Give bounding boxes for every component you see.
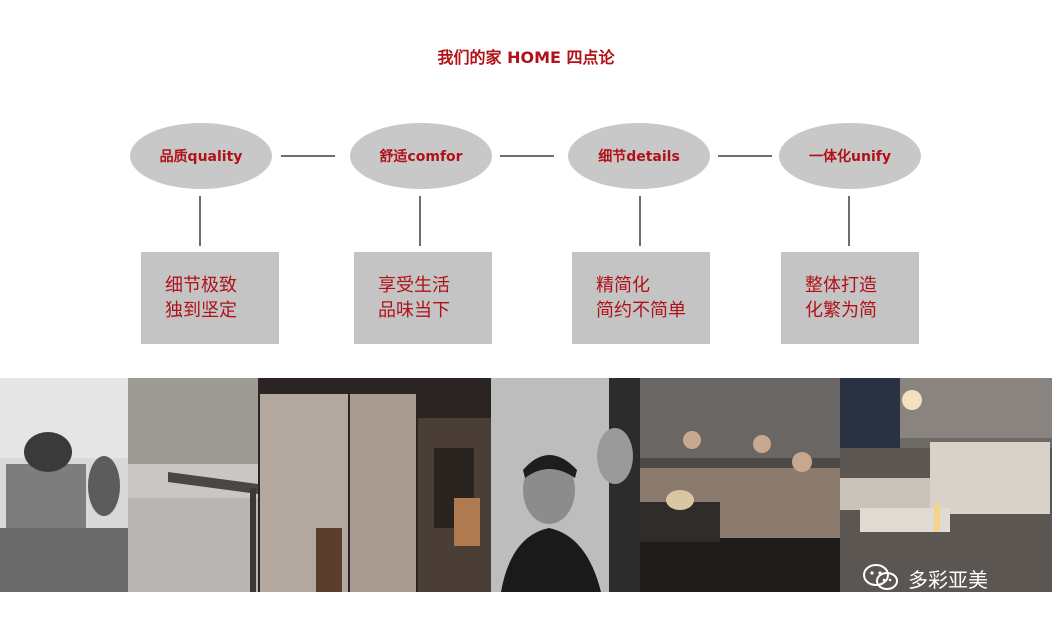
box-line: 独到坚定: [165, 300, 237, 321]
photo-leather-cabinet: [258, 378, 491, 592]
box-line: 整体打造: [805, 275, 877, 296]
watermark-text: 多彩亚美: [908, 567, 988, 592]
stem-2: [419, 196, 421, 246]
pillar-quality-ellipse: 品质quality: [130, 123, 272, 189]
box-line: 细节极致: [165, 275, 237, 296]
connector-3-4: [718, 155, 772, 157]
pillar-quality-box: 细节极致 独到坚定: [141, 252, 279, 344]
connector-1-2: [281, 155, 335, 157]
box-line: 精简化: [596, 275, 650, 296]
box-line: 简约不简单: [596, 300, 686, 321]
box-line: 享受生活: [378, 275, 450, 296]
connector-2-3: [500, 155, 554, 157]
photo-designer-portrait: [491, 378, 640, 592]
stem-4: [848, 196, 850, 246]
wechat-icon: [863, 564, 898, 590]
photo-living-room: [840, 378, 1052, 592]
pillar-details-ellipse: 细节details: [568, 123, 710, 189]
pillar-comfort-ellipse: 舒适comfor: [350, 123, 492, 189]
pillar-label: 品质quality: [159, 149, 243, 165]
pillar-comfort-box: 享受生活 品味当下: [354, 252, 492, 344]
page-title: 我们的家 HOME 四点论: [437, 48, 615, 67]
pillar-details-box: 精简化 简约不简单: [572, 252, 710, 344]
photo-sofa-cushion: [0, 378, 128, 592]
watermark: 多彩亚美: [862, 560, 988, 596]
pillar-label: 一体化unify: [809, 149, 891, 165]
box-line: 品味当下: [378, 300, 450, 321]
stem-3: [639, 196, 641, 246]
box-line: 化繁为简: [805, 300, 877, 321]
pillar-label: 舒适comfor: [379, 149, 463, 165]
photo-table: [128, 378, 258, 592]
pillar-unify-box: 整体打造 化繁为简: [781, 252, 919, 344]
pillar-label: 细节details: [598, 149, 680, 165]
stem-1: [199, 196, 201, 246]
pillar-unify-ellipse: 一体化unify: [779, 123, 921, 189]
photo-lounge-people: [640, 378, 840, 592]
